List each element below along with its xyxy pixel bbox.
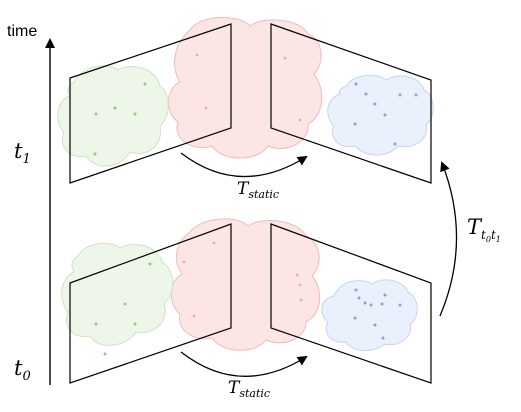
blue-point: [381, 336, 385, 340]
blue-point: [398, 93, 402, 97]
blue-point-cloud-t1: [327, 74, 434, 156]
temporal-transform-arrow: [439, 161, 458, 317]
blue-point: [383, 113, 387, 117]
time-axis: time: [7, 23, 55, 385]
green-point: [143, 82, 147, 86]
red-point: [299, 298, 303, 302]
blue-point: [353, 122, 357, 126]
red-points-t0: [182, 241, 303, 318]
green-point: [93, 152, 97, 156]
red-points-t1: [195, 53, 302, 122]
blue-point: [353, 316, 357, 320]
green-points-t1: [93, 82, 147, 156]
green-point: [123, 302, 127, 306]
green-point: [113, 106, 117, 110]
green-point: [103, 352, 107, 356]
blue-point: [373, 323, 377, 327]
blue-point: [354, 288, 358, 292]
red-point: [298, 283, 302, 287]
red-point: [182, 260, 186, 264]
green-points-t0: [94, 262, 152, 356]
time-label-t1: t1: [14, 139, 31, 167]
static-transform-label-t0: Tstatic: [228, 378, 270, 400]
blue-point: [383, 293, 387, 297]
blue-points-t0: [353, 288, 402, 340]
red-point: [283, 56, 287, 60]
right-plane-t0: [270, 223, 432, 384]
blue-point: [364, 92, 368, 96]
blue-point: [393, 142, 397, 146]
level-t0: Tstatic t0: [14, 218, 432, 400]
green-point: [94, 112, 98, 116]
red-point: [295, 273, 299, 277]
left-plane-t0: [69, 223, 232, 384]
level-t1: Tstatic t1: [14, 16, 434, 201]
red-point: [192, 314, 196, 318]
blue-point: [398, 303, 402, 307]
green-point-cloud-t0: [61, 242, 174, 346]
blue-point: [363, 301, 367, 305]
blue-points-t1: [353, 82, 418, 146]
blue-point: [414, 93, 418, 97]
green-point-cloud-t1: [57, 65, 169, 167]
static-transform-label-t1: Tstatic: [237, 179, 279, 201]
blue-point-cloud-t0: [321, 279, 418, 351]
red-point: [298, 118, 302, 122]
temporal-transform: Tt0t1: [439, 161, 501, 317]
temporal-transform-label: Tt0t1: [467, 215, 501, 244]
blue-point: [369, 303, 373, 307]
red-point-cloud-t0: [170, 218, 321, 351]
static-transform-arrow-t1: [180, 152, 308, 178]
red-point: [195, 53, 199, 57]
static-transform-arrow-t0: [180, 351, 308, 377]
blue-point: [357, 296, 361, 300]
blue-point: [380, 302, 384, 306]
blue-point: [373, 102, 377, 106]
green-point: [148, 262, 152, 266]
green-point: [94, 322, 98, 326]
red-point: [204, 106, 208, 110]
red-point: [212, 241, 216, 245]
green-point: [133, 112, 137, 116]
time-label-t0: t0: [14, 356, 31, 384]
time-axis-label: time: [7, 23, 37, 40]
right-plane-t1: [270, 23, 432, 184]
blue-point: [354, 82, 358, 86]
green-point: [133, 322, 137, 326]
left-plane-t1: [69, 23, 232, 184]
